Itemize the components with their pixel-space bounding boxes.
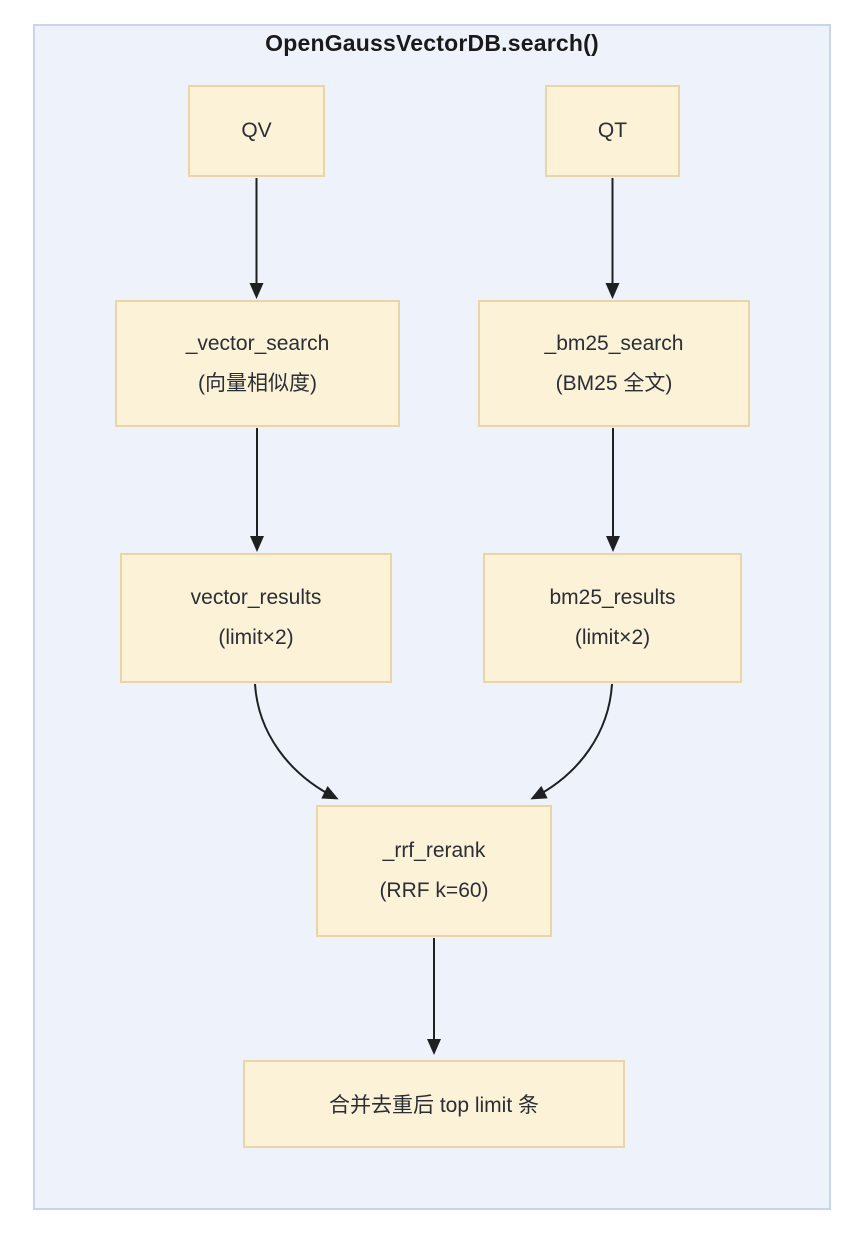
node-vector-results-line2: (limit×2) — [218, 626, 294, 649]
node-bm25-search-line2: (BM25 全文) — [555, 371, 673, 395]
node-vector-search-line2: (向量相似度) — [198, 371, 317, 395]
node-qv-label: QV — [241, 119, 272, 142]
node-vector-search: _vector_search (向量相似度) — [115, 300, 400, 427]
node-vector-search-line1: _vector_search — [185, 331, 330, 355]
node-rrf-rerank: _rrf_rerank (RRF k=60) — [316, 805, 552, 937]
node-bm25-search: _bm25_search (BM25 全文) — [478, 300, 750, 427]
node-bm25-results-line1: bm25_results — [549, 586, 676, 609]
node-merged-output-label: 合并去重后 top limit 条 — [328, 1094, 540, 1117]
node-bm25-results: bm25_results (limit×2) — [483, 553, 742, 683]
node-qv: QV — [188, 85, 325, 177]
node-rrf-rerank-line1: _rrf_rerank — [382, 839, 486, 862]
node-qt: QT — [545, 85, 680, 177]
node-qt-label: QT — [597, 119, 628, 142]
diagram-title: OpenGaussVectorDB.search() — [265, 30, 599, 56]
node-vector-results: vector_results (limit×2) — [120, 553, 392, 683]
node-rrf-rerank-line2: (RRF k=60) — [379, 879, 489, 902]
node-bm25-search-line1: _bm25_search — [544, 331, 684, 355]
node-merged-output: 合并去重后 top limit 条 — [243, 1060, 625, 1148]
node-vector-results-line1: vector_results — [190, 586, 322, 609]
node-bm25-results-line2: (limit×2) — [574, 626, 651, 649]
